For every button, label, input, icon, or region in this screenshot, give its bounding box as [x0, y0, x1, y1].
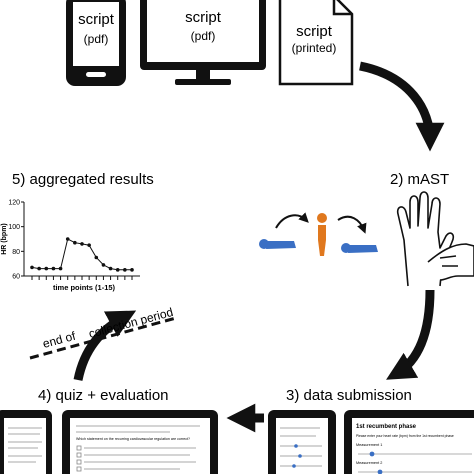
arrow-lie-to-stand — [275, 212, 309, 229]
form-field-2-label: Measurement 2 — [356, 461, 382, 465]
phone-device: script (pdf) — [66, 0, 126, 86]
chart-x-axis-label: time points (1-15) — [53, 283, 116, 292]
arrow-to-mast — [359, 61, 445, 152]
form-prompt: Please enter your heart rate (bpm) from … — [356, 434, 454, 438]
step-label-aggregated-results: 5) aggregated results — [12, 171, 154, 188]
chart-series-points — [30, 237, 134, 272]
phone-subtitle: (pdf) — [84, 32, 109, 46]
chart-data-point — [115, 268, 120, 272]
monitor-title: script — [185, 9, 222, 26]
chart-data-point — [80, 242, 84, 246]
form-field-1-label: Measurement 1 — [356, 443, 382, 447]
mast-posture-sequence — [259, 212, 378, 256]
chart-data-point — [44, 266, 49, 271]
chart-y-tick-label: 60 — [12, 274, 20, 281]
chart-data-point — [87, 243, 91, 247]
submission-tablet-device: 1st recumbent phase Please enter your he… — [344, 410, 474, 474]
step-label-mast: 2) mAST — [390, 171, 449, 188]
paper-subtitle: (printed) — [292, 41, 337, 55]
chart-y-tick-label: 120 — [8, 200, 20, 207]
chart-y-axis-label: HR (bpm) — [1, 223, 8, 255]
submission-phone-device — [268, 410, 336, 474]
lying-figure-left — [259, 239, 296, 249]
quiz-question-text: Which statement on the recurring cardiov… — [76, 437, 190, 441]
chart-data-point — [94, 255, 99, 260]
lying-figure-right — [341, 243, 378, 253]
pulse-measurement-hand-icon — [396, 191, 474, 287]
chart-data-point — [37, 266, 41, 271]
quiz-phone-device — [0, 410, 52, 474]
form-heading: 1st recumbent phase — [356, 424, 417, 430]
chart-data-point — [108, 266, 113, 271]
arrow-to-results — [73, 310, 137, 381]
printed-paper-icon: script (printed) — [278, 0, 354, 86]
paper-title: script — [296, 23, 333, 40]
collection-period-label: collection period — [87, 305, 174, 341]
standing-figure — [317, 213, 327, 256]
chart-data-point — [73, 240, 77, 245]
chart-y-tick-label: 100 — [8, 224, 20, 231]
monitor-subtitle: (pdf) — [191, 29, 216, 43]
step-label-data-submission: 3) data submission — [286, 387, 412, 404]
chart-data-point — [101, 263, 106, 267]
chart-x-ticks — [31, 276, 133, 280]
form-field-2-slider-handle[interactable] — [377, 469, 383, 474]
form-field-1-slider-handle[interactable] — [369, 451, 375, 457]
chart-y-ticks: 60 80 100 120 — [8, 200, 24, 281]
chart-data-point — [130, 268, 134, 272]
quiz-tablet-device: Which statement on the recurring cardiov… — [62, 410, 218, 474]
collection-period-divider — [29, 316, 177, 360]
arrow-to-submission — [386, 289, 435, 380]
phone-title: script — [78, 11, 115, 28]
step-label-quiz-evaluation: 4) quiz + evaluation — [38, 387, 169, 404]
chart-data-point — [65, 237, 70, 241]
arrow-stand-to-lie — [337, 215, 367, 234]
monitor-device: script (pdf) — [140, 0, 266, 85]
chart-data-point — [123, 268, 127, 272]
chart-data-point — [30, 265, 34, 270]
chart-y-tick-label: 80 — [12, 249, 20, 256]
results-chart: 60 80 100 120 HR (bpm) time points (1-15) — [1, 200, 140, 292]
chart-data-point — [51, 266, 56, 271]
chart-data-point — [58, 266, 63, 271]
